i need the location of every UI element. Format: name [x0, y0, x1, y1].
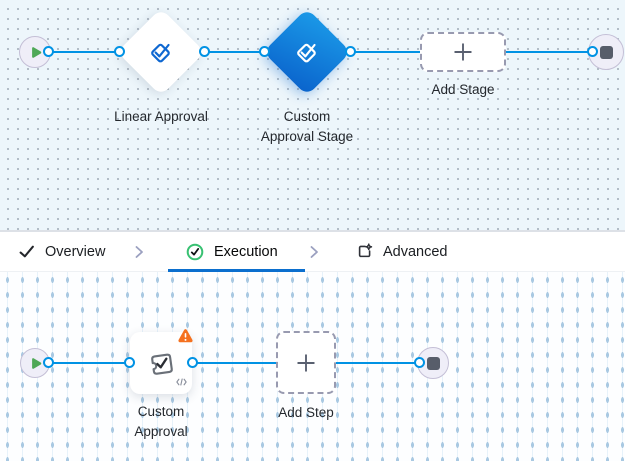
stage-label-custom-approval-stage: Custom Approval Stage: [247, 107, 367, 147]
stage-config-tabbar: Overview Execution Advance: [0, 231, 625, 272]
connector-dot[interactable]: [43, 357, 54, 368]
add-stage-button[interactable]: [420, 32, 506, 72]
play-icon: [31, 357, 42, 370]
step-flow-canvas[interactable]: Custom Approval Add Step: [0, 272, 625, 461]
stage-label-line: Approval Stage: [260, 129, 354, 144]
connector-dot[interactable]: [114, 46, 125, 57]
approval-diamond-icon: [293, 38, 321, 66]
connector-dot[interactable]: [259, 46, 270, 57]
edge: [505, 51, 593, 53]
connector-dot[interactable]: [124, 357, 135, 368]
tab-execution[interactable]: Execution: [186, 232, 278, 271]
box-gear-icon: [356, 243, 373, 260]
check-icon: [19, 244, 35, 259]
edge: [204, 51, 265, 53]
plus-icon: [296, 353, 316, 373]
edge: [350, 51, 421, 53]
tab-label: Overview: [45, 243, 106, 260]
approval-diamond-icon: [147, 38, 175, 66]
stamp-check-icon: [145, 347, 177, 379]
connector-dot[interactable]: [187, 357, 198, 368]
edge: [335, 362, 420, 364]
step-label-custom-approval: Custom Approval: [111, 402, 211, 442]
tab-label: Execution: [214, 243, 278, 260]
edge: [192, 362, 277, 364]
add-step-button[interactable]: [276, 331, 336, 394]
chevron-right-icon: [308, 232, 320, 271]
check-circle-icon: [186, 243, 204, 261]
edge: [48, 51, 120, 53]
code-icon: [176, 373, 187, 391]
connector-dot[interactable]: [43, 46, 54, 57]
tab-advanced[interactable]: Advanced: [356, 232, 448, 271]
connector-dot[interactable]: [199, 46, 210, 57]
plus-icon: [453, 42, 473, 62]
active-tab-underline: [168, 269, 305, 272]
add-step-label: Add Step: [278, 405, 334, 420]
stage-flow-canvas[interactable]: Linear Approval Custom Approval Stage Ad…: [0, 0, 625, 231]
pipeline-end-node[interactable]: [588, 34, 624, 70]
tab-overview[interactable]: Overview: [19, 232, 105, 271]
step-label-line: Custom: [137, 404, 185, 419]
connector-dot[interactable]: [587, 46, 598, 57]
connector-dot[interactable]: [345, 46, 356, 57]
stop-icon: [599, 45, 613, 59]
warning-triangle-icon: [177, 328, 194, 349]
edge: [48, 362, 130, 364]
stage-label-linear-approval: Linear Approval: [114, 109, 208, 124]
add-stage-label: Add Stage: [431, 82, 495, 97]
step-node-custom-approval[interactable]: [130, 329, 193, 394]
stop-icon: [426, 356, 440, 370]
play-icon: [31, 46, 42, 59]
connector-dot[interactable]: [414, 357, 425, 368]
step-label-line: Approval: [134, 424, 188, 439]
tab-label: Advanced: [383, 243, 448, 260]
chevron-right-icon: [133, 232, 145, 271]
stage-label-line: Custom: [283, 109, 331, 124]
